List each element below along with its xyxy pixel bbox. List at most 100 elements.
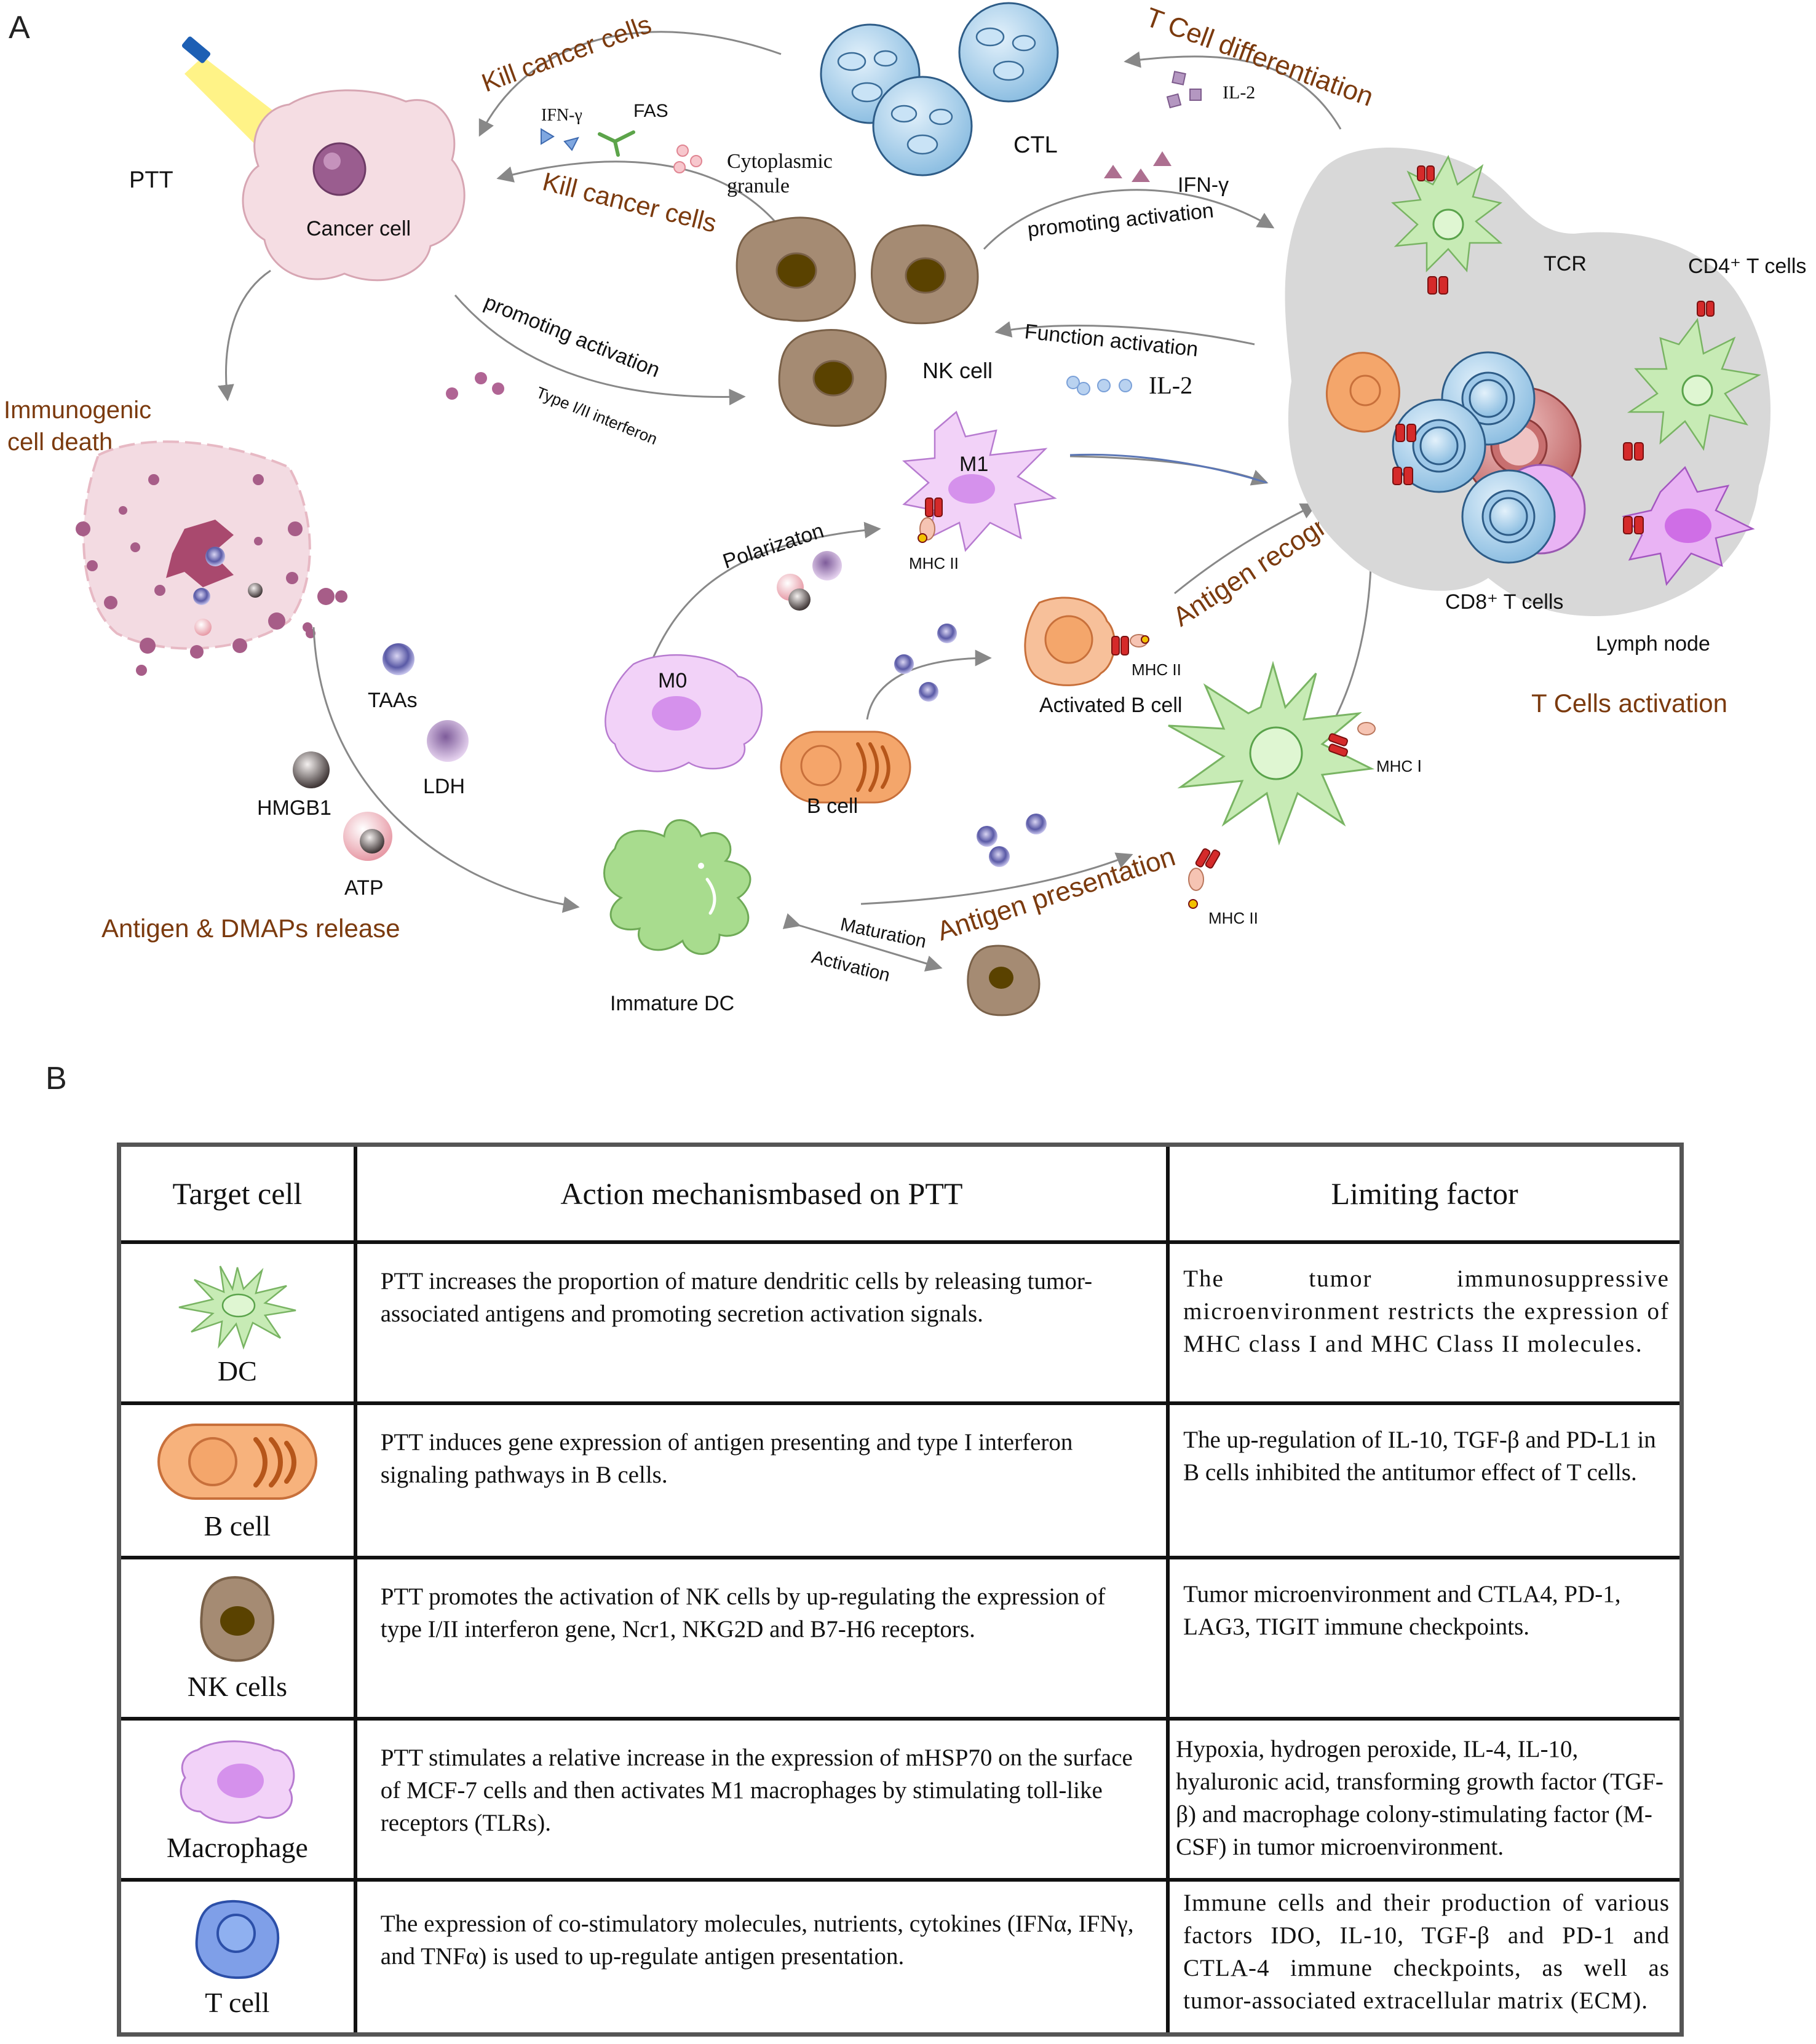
row-limiting-factor: The up-regulation of IL-10, TGF-β and PD… — [1183, 1426, 1656, 1486]
row-limiting-factor: Hypoxia, hydrogen peroxide, IL-4, IL-10,… — [1176, 1735, 1663, 1860]
atp-icon — [343, 812, 392, 861]
immature-dc-label: Immature DC — [610, 992, 734, 1015]
mhc2-m1-icon — [918, 497, 943, 543]
interferon-dots-icon — [446, 372, 504, 400]
dying-cancer-cell — [82, 440, 311, 650]
row-mechanism: PTT increases the proportion of mature d… — [380, 1268, 1093, 1327]
header-action-mechanism: Action mechanismbased on PTT — [353, 1143, 1170, 1244]
hmgb1-label: HMGB1 — [257, 796, 331, 820]
row-cell-name: B cell — [204, 1510, 271, 1542]
il2-squares-icon — [1166, 71, 1202, 109]
debris-dots — [76, 474, 347, 676]
immunogenic-label-2: cell death — [7, 429, 113, 456]
row-mechanism: PTT stimulates a relative increase in th… — [380, 1744, 1133, 1836]
ifn-gamma-triangles-icon — [541, 128, 579, 151]
row-mechanism: PTT promotes the activation of NK cells … — [380, 1583, 1106, 1642]
polarization-label: Polarizaton — [720, 519, 827, 574]
fas-icon — [598, 130, 635, 157]
cd4-label: CD4⁺ T cells — [1688, 255, 1806, 278]
m0-macrophage — [605, 654, 763, 772]
row-limiting-factor: Tumor microenvironment and CTLA4, PD-1, … — [1183, 1580, 1621, 1640]
t-cell-icon — [195, 1899, 279, 1979]
ldh-icon — [427, 720, 469, 762]
mhc1-label: MHC Ⅰ — [1376, 757, 1422, 775]
mhc2-m1-label: MHC II — [909, 554, 959, 572]
panel-a-diagram: A PTT Cancer cell Immunogenic cell death — [4, 2, 1806, 1016]
table-row: T cell The expression of co-stimulatory … — [117, 1877, 1684, 2037]
cytoplasmic-granule-icon — [673, 145, 702, 173]
table-row: NK cells PTT promotes the activation of … — [117, 1555, 1684, 1721]
lymph-dc-cell — [1391, 154, 1503, 273]
mhc2-dc-label: MHC II — [1208, 909, 1258, 927]
nk-cells — [736, 216, 979, 427]
header-target-cell: Target cell — [117, 1143, 357, 1244]
row-mechanism: PTT induces gene expression of antigen p… — [380, 1428, 1073, 1488]
macrophage-icon — [180, 1740, 295, 1824]
activation-label: Activation — [809, 947, 892, 986]
row-cell-name: NK cells — [187, 1670, 287, 1702]
t-cells-activation-label: T Cells activation — [1531, 689, 1727, 718]
fas-label: FAS — [633, 101, 668, 121]
antigen-release-label: Antigen & DMAPs release — [101, 914, 400, 943]
b-cell — [780, 731, 911, 804]
activated-b-cell-label: Activated B cell — [1039, 694, 1182, 717]
cancer-cell — [242, 89, 466, 282]
ctl-cells — [820, 2, 1059, 176]
ifn-gamma-triangles-right — [1104, 151, 1172, 182]
dendritic-cell-icon — [178, 1266, 296, 1350]
cd8-t-cells — [1392, 351, 1586, 564]
m1-arrow — [1069, 453, 1267, 484]
hmgb1-icon — [293, 751, 330, 788]
lymph-node-label: Lymph node — [1596, 632, 1710, 656]
row-cell-name: DC — [217, 1355, 257, 1387]
row-limiting-factor: Immune cells and their production of var… — [1183, 1889, 1670, 2014]
table-row: DC PTT increases the proportion of matur… — [117, 1240, 1684, 1405]
row-limiting-factor: The tumor immunosuppressive microenviron… — [1183, 1266, 1670, 1357]
mechanism-table: Target cell Action mechanismbased on PTT… — [117, 1143, 1684, 2037]
antigen-dots-b — [894, 624, 957, 702]
panel-b-letter: B — [46, 1061, 67, 1096]
kill-cancer-cells-mid: Kill cancer cells — [540, 167, 720, 238]
m1-label: M1 — [959, 453, 988, 476]
nk-cell-icon — [200, 1576, 274, 1662]
lymph-cd4-dc-cell — [1627, 317, 1761, 451]
cytoplasmic-label-2: granule — [727, 175, 790, 197]
table-row: Macrophage PTT stimulates a relative inc… — [117, 1716, 1684, 1882]
b-cell-icon — [157, 1423, 317, 1500]
atp-label: ATP — [344, 876, 384, 900]
immature-dc — [603, 819, 751, 955]
promoting-activation-left: promoting activation — [481, 290, 663, 382]
il2-label: IL-2 — [1149, 371, 1192, 399]
cytoplasmic-label-1: Cytoplasmic — [727, 150, 833, 173]
table-header-row: Target cell Action mechanismbased on PTT… — [117, 1143, 1684, 1244]
ldh-label: LDH — [423, 775, 465, 798]
cancer-cell-label: Cancer cell — [306, 217, 411, 240]
ptt-label: PTT — [129, 167, 173, 193]
row-mechanism: The expression of co-stimulatory molecul… — [380, 1910, 1134, 1970]
polarization-molecules — [777, 551, 842, 611]
ctl-label: CTL — [1013, 132, 1058, 158]
il2-dots-icon — [1066, 376, 1132, 395]
cd8-label: CD8⁺ T cells — [1445, 590, 1563, 614]
b-cell-label: B cell — [807, 794, 858, 818]
kill-cancer-cells-top: Kill cancer cells — [478, 9, 655, 97]
table-row: B cell PTT induces gene expression of an… — [117, 1401, 1684, 1559]
row-cell-name: T cell — [205, 1986, 270, 2018]
row-cell-name: Macrophage — [166, 1831, 308, 1863]
maturation-arrow — [782, 913, 943, 972]
ifn-gamma-small-label: IFN-γ — [541, 106, 582, 125]
taas-icon — [383, 643, 414, 675]
il2-top-label: IL-2 — [1223, 82, 1255, 103]
lymph-b-cell — [1325, 352, 1400, 433]
tcr-receptors-icon — [1392, 165, 1715, 534]
header-limiting-factor: Limiting factor — [1166, 1143, 1684, 1244]
nk-small-cell — [967, 945, 1041, 1016]
mature-dc — [1168, 660, 1376, 909]
type-interferon-label: Type I/II interferon — [534, 383, 660, 448]
ifn-gamma-label: IFN-γ — [1178, 173, 1229, 197]
taas-label: TAAs — [368, 689, 418, 712]
immunogenic-label-1: Immunogenic — [4, 397, 151, 424]
antigen-dots-presentation — [977, 814, 1047, 867]
maturation-label: Maturation — [839, 914, 929, 953]
